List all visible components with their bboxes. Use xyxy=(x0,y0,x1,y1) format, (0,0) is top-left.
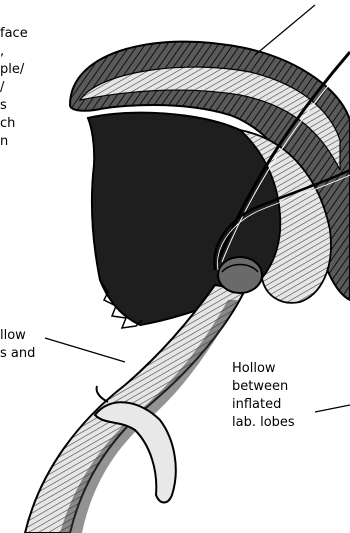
hollow-label: Hollow between inflated lab. lobes xyxy=(232,360,295,432)
hollow-label-line: inflated xyxy=(232,396,295,414)
surface-label-line: / xyxy=(0,79,28,97)
column-knob xyxy=(218,257,262,293)
surface-label-line: ple/ xyxy=(0,61,28,79)
yellow-label: llow s and xyxy=(0,327,35,363)
leader-line-yellow xyxy=(45,338,125,362)
hollow-label-line: between xyxy=(232,378,295,396)
yellow-label-line: s and xyxy=(0,345,35,363)
surface-label-line: n xyxy=(0,133,28,151)
yellow-label-line: llow xyxy=(0,327,35,345)
leader-line-top xyxy=(255,5,315,55)
surface-label: face , ple/ / s ch n xyxy=(0,25,28,151)
surface-label-line: s xyxy=(0,97,28,115)
hollow-label-line: Hollow xyxy=(232,360,295,378)
leader-line-hollow xyxy=(315,405,350,412)
surface-label-line: ch xyxy=(0,115,28,133)
hollow-label-line: lab. lobes xyxy=(232,414,295,432)
surface-label-line: face xyxy=(0,25,28,43)
surface-label-line: , xyxy=(0,43,28,61)
